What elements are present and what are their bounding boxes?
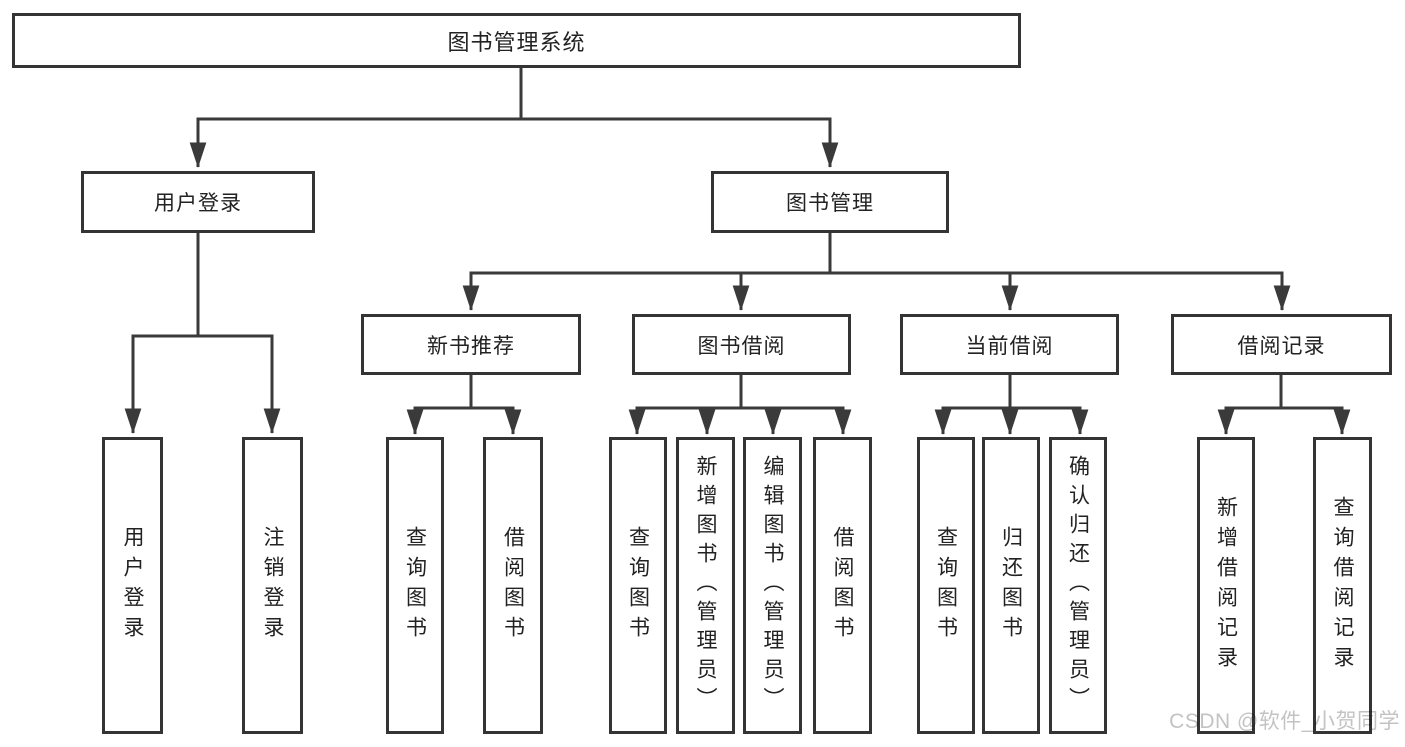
node-book-management: 图书管理	[711, 171, 949, 233]
leaf-records-query-borrow-record: 查询借阅记录	[1313, 437, 1372, 734]
node-current-borrowing-label: 当前借阅	[965, 334, 1054, 358]
node-borrow-records-label: 借阅记录	[1237, 334, 1326, 358]
leaf-borrowing-query-books-label: 查询图书	[626, 525, 650, 646]
node-user-login-branch: 用户登录	[81, 171, 315, 233]
leaf-logout-label: 注销登录	[261, 525, 284, 646]
node-book-management-label: 图书管理	[786, 192, 874, 215]
leaf-records-add-borrow-record-label: 新增借阅记录	[1214, 495, 1238, 676]
leaf-current-query-books: 查询图书	[917, 437, 975, 734]
node-book-borrowing-label: 图书借阅	[697, 334, 786, 358]
node-new-book-recommend: 新书推荐	[361, 314, 581, 375]
leaf-borrowing-add-books-admin: 新增图书（管理员）	[676, 437, 735, 734]
node-user-login-branch-label: 用户登录	[154, 192, 242, 215]
leaf-records-query-borrow-record-label: 查询借阅记录	[1331, 495, 1354, 676]
leaf-current-query-books-label: 查询图书	[934, 525, 958, 646]
leaf-current-return-books: 归还图书	[982, 437, 1040, 734]
leaf-current-return-books-label: 归还图书	[999, 525, 1023, 646]
leaf-logout: 注销登录	[242, 437, 303, 734]
leaf-borrowing-add-books-admin-label: 新增图书（管理员）	[694, 455, 717, 716]
leaf-borrowing-query-books: 查询图书	[609, 437, 667, 734]
leaf-borrowing-borrow-books-label: 借阅图书	[831, 525, 854, 646]
leaf-borrowing-borrow-books: 借阅图书	[813, 437, 872, 734]
leaf-recommend-query-books-label: 查询图书	[403, 525, 427, 646]
leaf-recommend-query-books: 查询图书	[386, 437, 444, 734]
node-new-book-recommend-label: 新书推荐	[427, 334, 515, 358]
node-library-system: 图书管理系统	[12, 13, 1021, 68]
watermark: CSDN @软件_小贺同学	[1169, 710, 1400, 733]
node-library-system-label: 图书管理系统	[447, 29, 586, 55]
node-book-borrowing: 图书借阅	[632, 314, 851, 375]
node-borrow-records: 借阅记录	[1171, 314, 1392, 375]
leaf-recommend-borrow-books-label: 借阅图书	[501, 525, 525, 646]
leaf-borrowing-edit-books-admin-label: 编辑图书（管理员）	[761, 455, 784, 716]
leaf-recommend-borrow-books: 借阅图书	[483, 437, 543, 734]
leaf-current-confirm-return-admin-label: 确认归还（管理员）	[1066, 455, 1090, 716]
leaf-user-login: 用户登录	[102, 437, 163, 734]
leaf-records-add-borrow-record: 新增借阅记录	[1197, 437, 1255, 734]
leaf-borrowing-edit-books-admin: 编辑图书（管理员）	[743, 437, 802, 734]
leaf-current-confirm-return-admin: 确认归还（管理员）	[1049, 437, 1107, 734]
node-current-borrowing: 当前借阅	[900, 314, 1119, 375]
leaf-user-login-label: 用户登录	[121, 525, 144, 646]
